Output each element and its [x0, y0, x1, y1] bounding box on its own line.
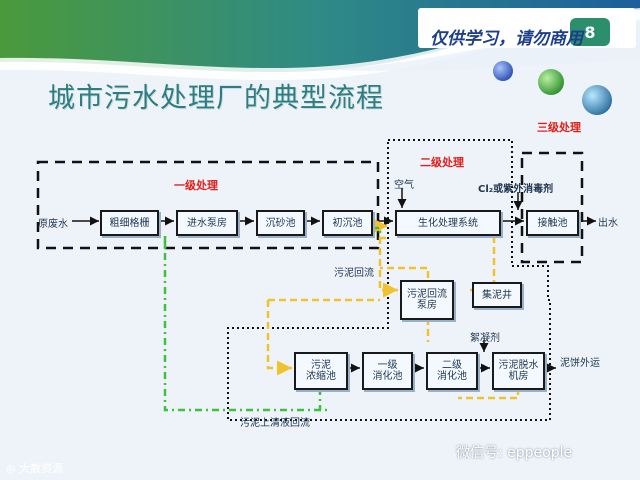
supernatant-return-label: 污泥上清液回流 — [240, 418, 310, 429]
biological-treatment-unit: 生化处理系统 — [395, 210, 501, 236]
thickener-unit: 污泥 浓缩池 — [294, 352, 348, 390]
dewatering-unit: 污泥脱水 机房 — [492, 352, 545, 390]
primary-clarifier-unit: 初沉池 — [322, 210, 373, 236]
pump-house-unit: 进水泵房 — [176, 210, 238, 236]
svg-text:8: 8 — [584, 23, 595, 42]
sludge-pump-unit: 污泥回流 泵房 — [400, 280, 454, 320]
digester-2-unit: 二级 消化池 — [426, 352, 478, 390]
sludge-well-unit: 集泥井 — [472, 282, 522, 308]
secondary-stage-label: 二级处理 — [420, 156, 464, 169]
secondary-stage-boundary — [227, 139, 551, 421]
raw-water-label: 原废水 — [38, 219, 68, 230]
contact-tank-unit: 接触池 — [526, 210, 579, 236]
cake-out-label: 泥饼外运 — [560, 358, 600, 369]
watermark-bottom-right: 微信号: eppeople — [456, 445, 573, 461]
slogan-text: 仅供学习，请勿商用 — [430, 29, 583, 49]
screen-unit: 粗细格栅 — [100, 210, 159, 236]
primary-stage-label: 一级处理 — [174, 179, 218, 192]
disinfectant-label: Cl₂或紫外消毒剂 — [478, 184, 554, 195]
flocculant-label: 絮凝剂 — [470, 333, 500, 344]
tertiary-stage-label: 三级处理 — [537, 121, 581, 134]
air-label: 空气 — [394, 180, 414, 191]
tertiary-stage-boundary — [520, 151, 584, 264]
grit-chamber-unit: 沉砂池 — [256, 210, 305, 236]
sludge-return-label: 污泥回流 — [334, 268, 374, 279]
digester-1-unit: 一级 消化池 — [362, 352, 413, 390]
effluent-label: 出水 — [598, 218, 618, 229]
primary-stage-boundary — [36, 160, 380, 250]
watermark-bottom-left: ◎ 大散资源 — [6, 462, 64, 475]
page-title: 城市污水处理厂的典型流程 — [48, 83, 384, 114]
